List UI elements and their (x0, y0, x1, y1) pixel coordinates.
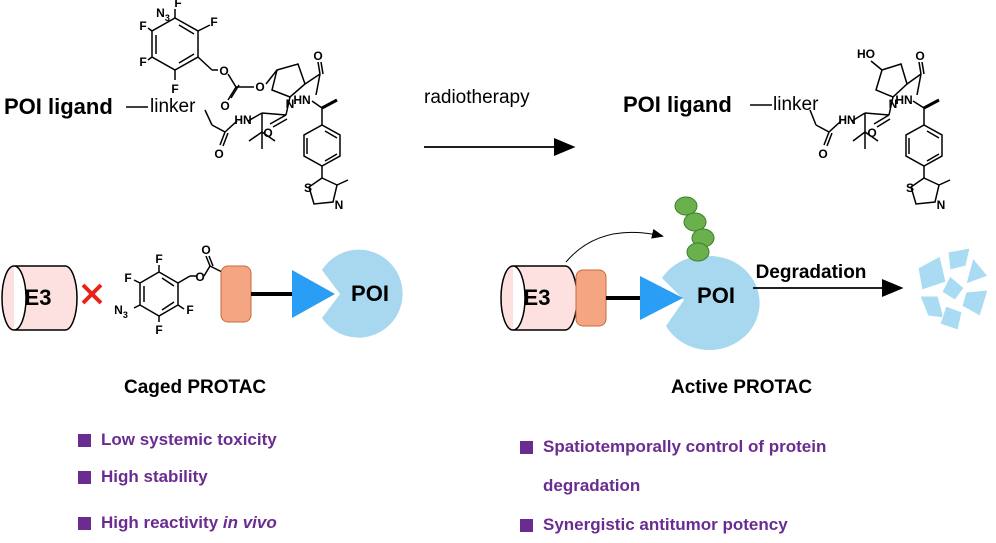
atom-label: F (139, 19, 146, 33)
bullet-text: High reactivity in vivo (101, 513, 277, 533)
degraded-fragments (917, 247, 989, 331)
e3-label: E3 (25, 285, 52, 310)
atom-label: O (313, 49, 322, 63)
atom-label: O (195, 270, 204, 284)
bullet-text: Spatiotemporally control of protein (543, 437, 827, 456)
cage-group-structure (133, 255, 223, 322)
atom-label: O (915, 49, 924, 63)
bullet-text: degradation (543, 476, 641, 495)
active-molecule-atoms: HO O O O N HN HN S N (818, 47, 945, 212)
e3-ligase-shape (512, 265, 578, 331)
bullet-text: Synergistic antitumor potency (543, 515, 788, 534)
linker-label-left: linker (150, 96, 196, 117)
active-protac-title: Active PROTAC (671, 377, 813, 398)
fragment (917, 255, 947, 291)
atom-label: HN (895, 93, 912, 107)
fragment (965, 256, 989, 285)
atom-label: F (171, 82, 178, 96)
atom-label: S (906, 181, 914, 195)
atom-label: F (124, 271, 131, 285)
caged-protac-cartoon: E3 (1, 243, 403, 338)
fragment (947, 247, 971, 271)
atom-label: O (867, 126, 876, 140)
atom-label: HO (857, 47, 875, 61)
active-protac-cartoon: E3 POI Degradation (500, 196, 989, 350)
atom-label: N (286, 97, 295, 111)
ubiquitin-unit (674, 196, 698, 216)
caged-molecule-structure (147, 9, 349, 205)
e3-ligand-block (220, 265, 252, 323)
poi-ligand-label-left: POI ligand (4, 94, 113, 119)
ubiquitin-unit (686, 242, 710, 262)
poi-ligand-triangle (640, 276, 683, 320)
e3-label: E3 (524, 285, 551, 310)
ubiquitin-chain (674, 196, 715, 262)
e3-ligand-block (575, 269, 607, 327)
fragment (961, 289, 989, 317)
atom-label: HN (293, 93, 310, 107)
bullet-square-icon (520, 440, 533, 454)
bullet-square-icon (78, 470, 91, 484)
atom-label: O (255, 80, 264, 94)
fragment (941, 275, 965, 301)
fragment (919, 295, 945, 319)
degradation-label: Degradation (756, 262, 867, 283)
e3-ligase-shape (13, 265, 78, 331)
active-bullet-1-continuation: degradation (543, 476, 640, 496)
atom-label: F (155, 323, 162, 337)
atom-label: O (818, 147, 827, 161)
atom-label: F (139, 55, 146, 69)
atom-label: O (263, 126, 272, 140)
reaction-arrow-label: radiotherapy (424, 87, 530, 108)
cage-group-atoms: F F N3 F F O O (114, 243, 211, 337)
atom-label: F (174, 0, 181, 10)
caged-molecule-atoms: N3 F F F F F O O O O O O N HN HN S N (139, 0, 343, 212)
bullet-square-icon (78, 516, 91, 530)
atom-label: N (335, 198, 344, 212)
linker-label-right: linker (773, 94, 819, 115)
bullet-text: High stability (101, 467, 208, 486)
bullet-text-plain: High reactivity (101, 513, 223, 532)
caged-protac-title: Caged PROTAC (124, 377, 267, 398)
poi-label: POI (697, 283, 735, 308)
poi-protein (322, 249, 403, 338)
atom-label: HN (838, 113, 855, 127)
bullet-square-icon (78, 433, 91, 447)
poi-protein (662, 255, 760, 350)
ubiquitination-arrow (565, 228, 664, 263)
active-bullet-2: Synergistic antitumor potency (520, 515, 788, 535)
atom-label: F (155, 252, 162, 266)
caged-bullet-3: High reactivity in vivo (78, 513, 277, 533)
atom-label: F (210, 15, 217, 29)
atom-label: S (304, 181, 312, 195)
ubiquitin-unit (683, 212, 707, 232)
atom-label: O (219, 64, 228, 78)
poi-label: POI (351, 281, 389, 306)
atom-label: O (220, 99, 229, 113)
caged-bullet-1: Low systemic toxicity (78, 430, 277, 450)
atom-label: N3 (114, 303, 128, 320)
bullet-text-italic: in vivo (222, 513, 277, 532)
atom-label: N (889, 97, 898, 111)
poi-ligand-label-right: POI ligand (623, 92, 732, 117)
atom-label: O (201, 243, 210, 257)
atom-label: O (214, 147, 223, 161)
bullet-text: Low systemic toxicity (101, 430, 277, 449)
fragment (939, 305, 963, 331)
atom-label: F (186, 303, 193, 317)
atom-label: N (937, 198, 946, 212)
active-molecule-structure (809, 60, 951, 205)
caged-bullet-2: High stability (78, 467, 208, 487)
atom-label: N3 (156, 6, 170, 23)
atom-label: HN (234, 113, 251, 127)
bullet-square-icon (520, 518, 533, 532)
cross-icon (81, 283, 103, 305)
active-bullet-1: Spatiotemporally control of protein (520, 437, 826, 457)
poi-ligand-triangle (292, 270, 335, 318)
